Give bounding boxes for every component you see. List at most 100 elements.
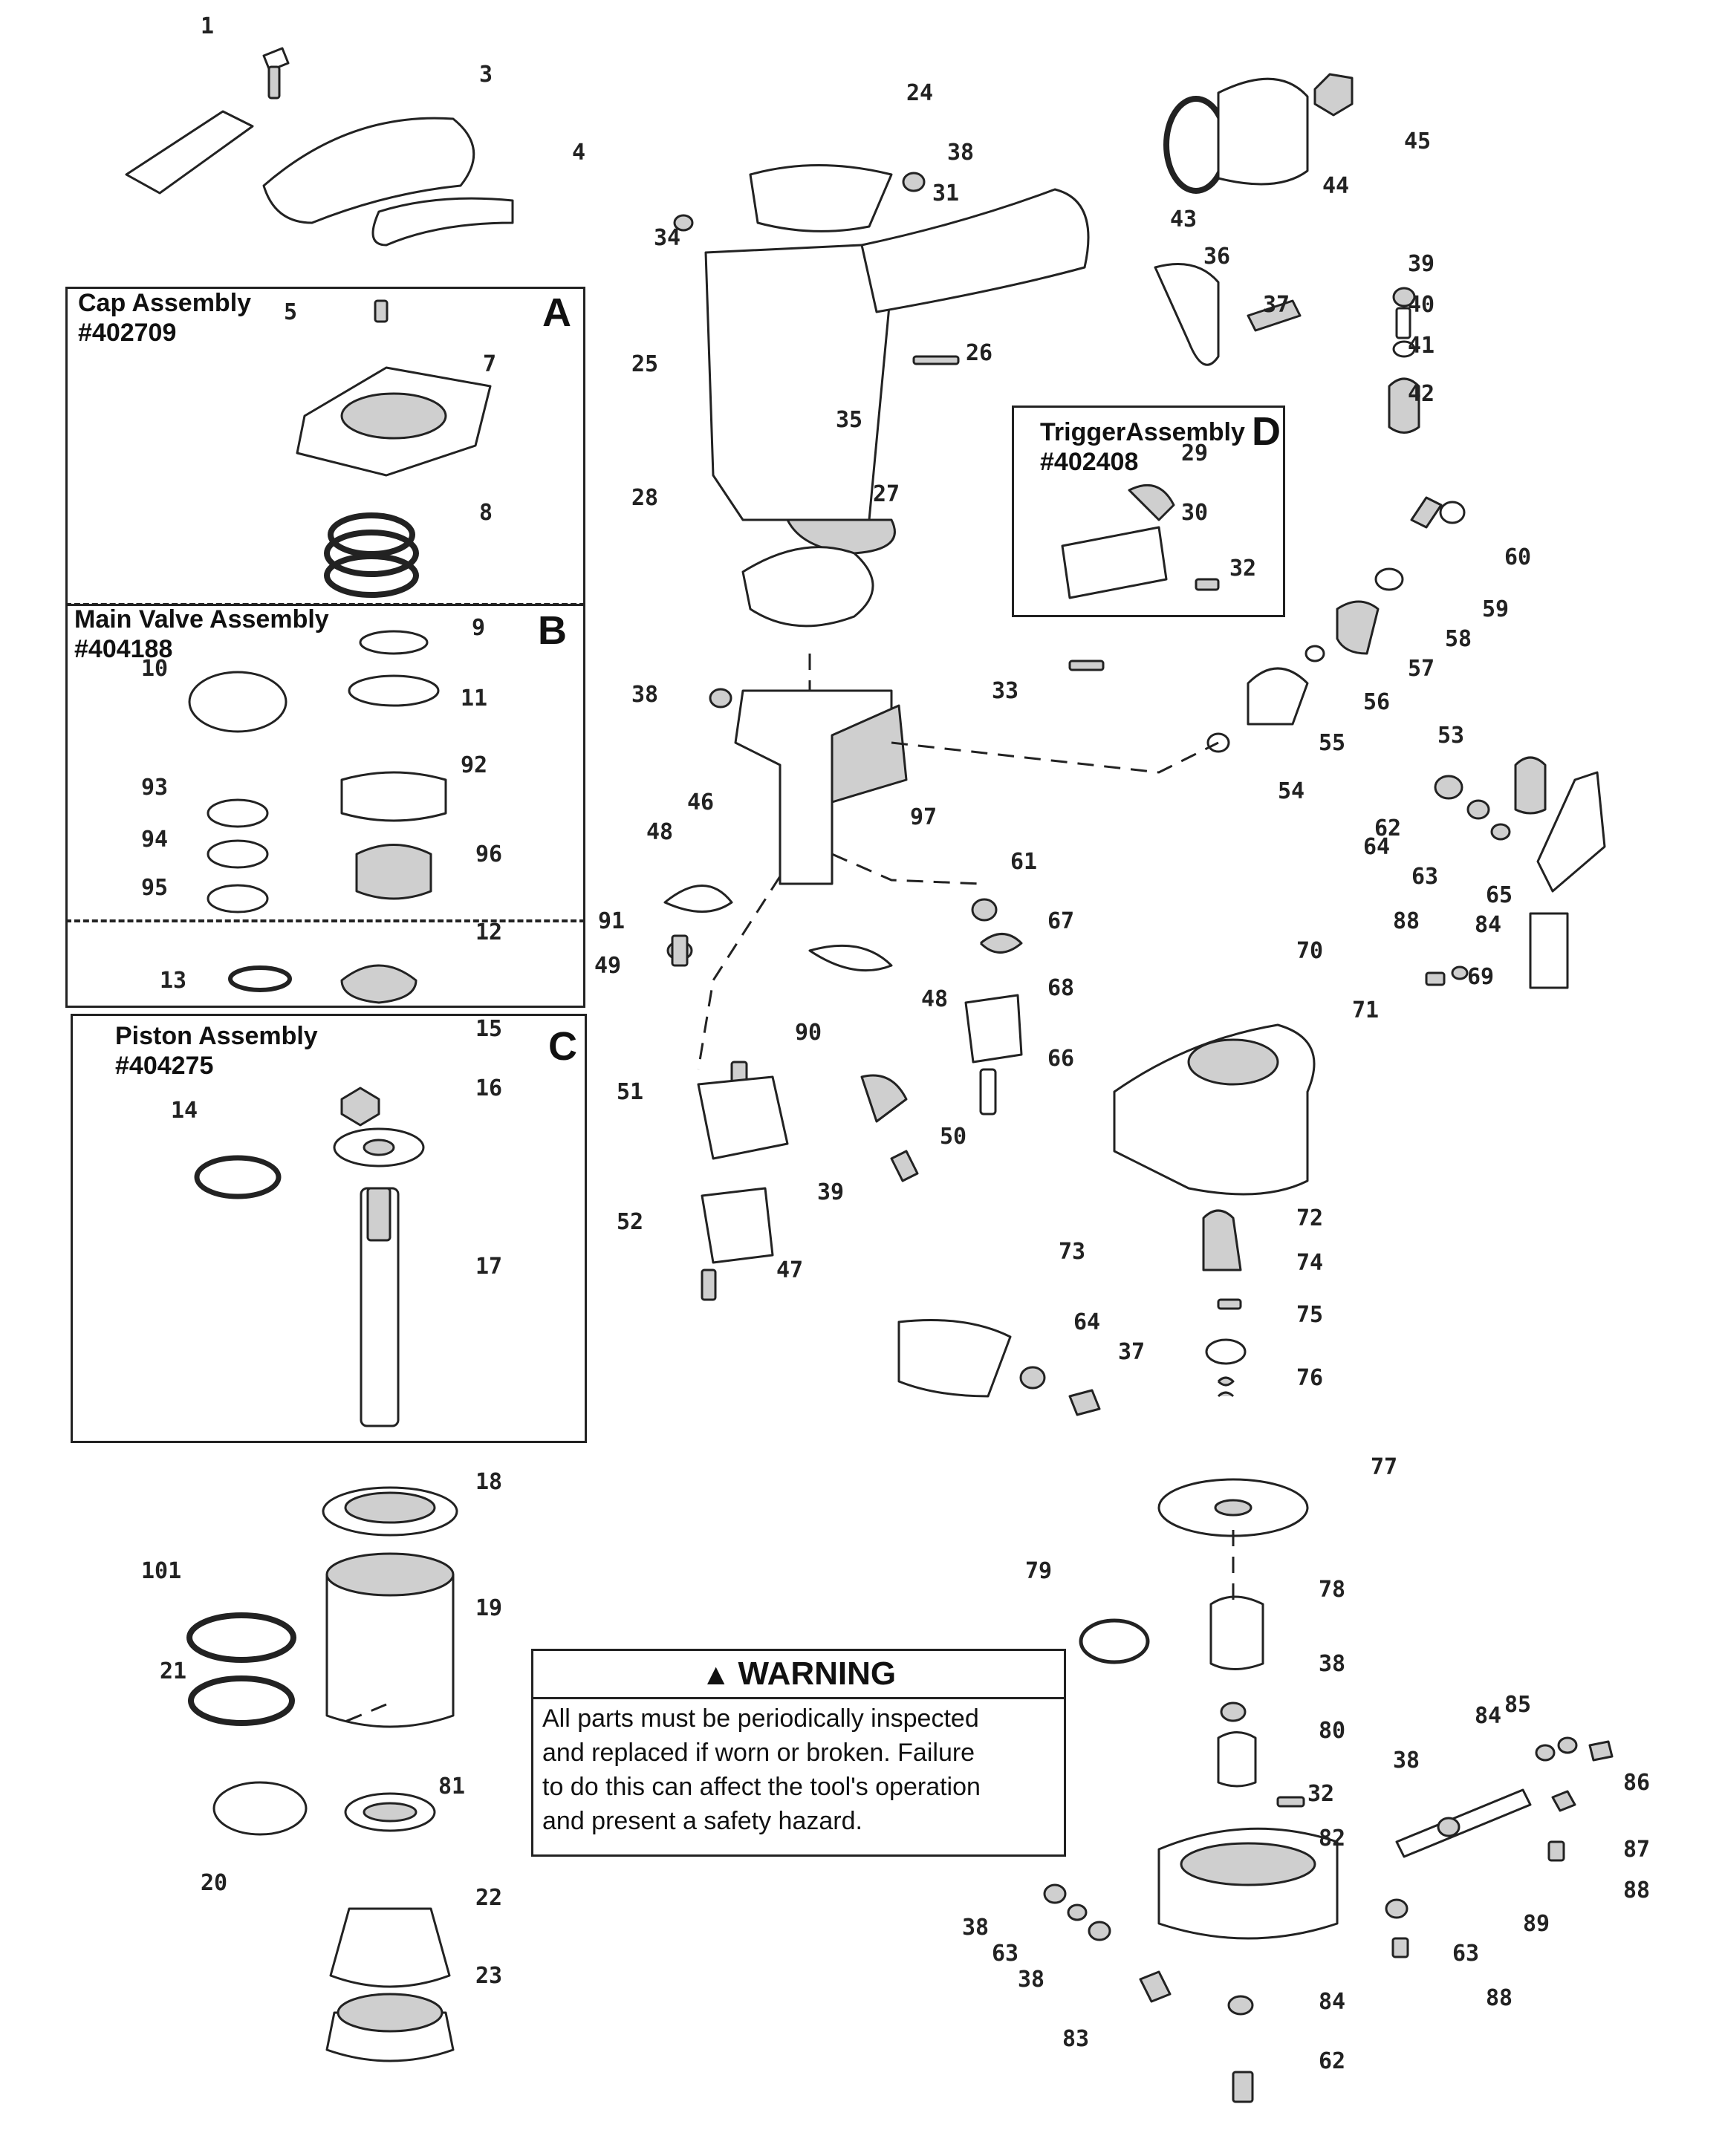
part-label-38: 38: [1393, 1748, 1420, 1774]
piston-assembly-title: Piston Assembly: [115, 1022, 318, 1050]
part-label-55: 55: [1319, 730, 1345, 756]
disc-16-hole: [363, 1139, 395, 1156]
warning-heading: ▲WARNING: [533, 1651, 1064, 1699]
part-label-25: 25: [631, 351, 658, 377]
cap-75: [1205, 1338, 1247, 1365]
part-label-14: 14: [171, 1098, 198, 1124]
bracket-36: [1154, 263, 1220, 366]
part-label-86: 86: [1623, 1770, 1650, 1796]
clip-87: [1551, 1790, 1576, 1812]
handle-31: [860, 188, 1090, 313]
part-label-58: 58: [1445, 626, 1472, 652]
part-label-82: 82: [1319, 1826, 1345, 1852]
part-label-54: 54: [1278, 778, 1305, 804]
bracket-69: [1529, 912, 1569, 989]
nut-84c: [1535, 1744, 1556, 1762]
piston-assembly-box: [71, 1014, 587, 1443]
part-label-60: 60: [1504, 544, 1531, 570]
gasket-24: [749, 164, 893, 232]
trigger-assembly-title: TriggerAssembly: [1040, 418, 1245, 446]
part-label-27: 27: [873, 481, 900, 507]
part-label-84: 84: [1319, 1989, 1345, 2015]
part-label-32: 32: [1307, 1781, 1334, 1807]
o-ring-94: [207, 839, 269, 869]
part-label-17: 17: [475, 1254, 502, 1280]
disc-20: [212, 1781, 308, 1836]
part-label-20: 20: [201, 1870, 227, 1896]
part-label-32: 32: [1229, 556, 1256, 582]
screw-88b: [1547, 1840, 1565, 1862]
nose-73: [897, 1319, 1012, 1398]
gasket-28: [741, 546, 874, 628]
o-ring-10: [188, 671, 287, 733]
screw-47: [701, 1268, 717, 1301]
spring-57: [1336, 600, 1380, 655]
part-label-53: 53: [1437, 723, 1464, 749]
cap-44: [1217, 77, 1309, 186]
lever-68: [964, 994, 1023, 1064]
nut-63b: [1067, 1903, 1088, 1921]
trigger-30: [1061, 526, 1168, 599]
warning-line-3: to do this can affect the tool's operati…: [542, 1773, 981, 1801]
part-label-22: 22: [475, 1885, 502, 1911]
main-valve-bottom-divider: [65, 919, 585, 922]
part-label-64: 64: [1073, 1309, 1100, 1335]
dash-19-to-21: [341, 1703, 387, 1725]
o-ring-43: [1163, 96, 1229, 194]
part-label-1: 1: [201, 13, 214, 39]
part-label-30: 30: [1181, 500, 1208, 526]
part-label-59: 59: [1482, 596, 1509, 622]
part-label-97: 97: [910, 804, 937, 830]
part-label-63: 63: [1452, 1941, 1479, 1967]
part-label-11: 11: [461, 685, 487, 711]
part-label-18: 18: [475, 1469, 502, 1495]
bumper-23-top: [337, 1993, 444, 2033]
o-ring-101: [186, 1612, 296, 1663]
seal-42: [1388, 377, 1420, 434]
part-label-52: 52: [617, 1209, 643, 1235]
nut-84b: [1227, 1995, 1254, 2016]
valve-66: [979, 1068, 997, 1116]
part-label-84: 84: [1475, 1703, 1501, 1729]
bracket-4: [371, 197, 514, 247]
part-label-33: 33: [992, 678, 1018, 704]
warning-line-1: All parts must be periodically inspected: [542, 1704, 979, 1733]
pin-74: [1217, 1298, 1242, 1310]
nut-15: [340, 1087, 380, 1127]
dash-frame-to-61: [831, 853, 981, 885]
cap-assembly-title: Cap Assembly: [78, 289, 252, 317]
part-label-16: 16: [475, 1075, 502, 1101]
spring-8c: [324, 553, 419, 598]
bushing-64b: [1466, 799, 1490, 820]
part-label-64: 64: [1363, 834, 1390, 860]
part-label-48: 48: [921, 986, 948, 1012]
spring-39: [890, 1150, 919, 1182]
o-ring-21: [188, 1675, 295, 1726]
part-label-62: 62: [1374, 815, 1401, 841]
screw-83: [1139, 1970, 1172, 2003]
knob-72: [1202, 1209, 1242, 1271]
part-label-63: 63: [992, 1941, 1018, 1967]
trigger-51: [697, 1075, 789, 1160]
bumper-22: [329, 1907, 451, 1988]
part-label-41: 41: [1408, 333, 1435, 359]
part-label-94: 94: [141, 827, 168, 853]
bracket-48b: [808, 944, 893, 972]
valve-55: [1247, 667, 1309, 726]
block-86: [1588, 1740, 1614, 1762]
plug-12: [340, 964, 417, 1004]
part-label-49: 49: [594, 953, 621, 979]
part-label-90: 90: [795, 1020, 822, 1046]
part-label-62: 62: [1319, 2048, 1345, 2074]
sleeve-80: [1217, 1731, 1257, 1788]
nut-84: [1451, 965, 1469, 980]
part-label-89: 89: [1523, 1911, 1550, 1937]
pin-33: [1068, 659, 1105, 671]
part-label-51: 51: [617, 1079, 643, 1105]
part-label-15: 15: [475, 1016, 502, 1042]
part-label-9: 9: [472, 615, 485, 641]
part-label-50: 50: [940, 1124, 966, 1150]
part-label-3: 3: [479, 62, 493, 88]
part-label-8: 8: [479, 500, 493, 526]
